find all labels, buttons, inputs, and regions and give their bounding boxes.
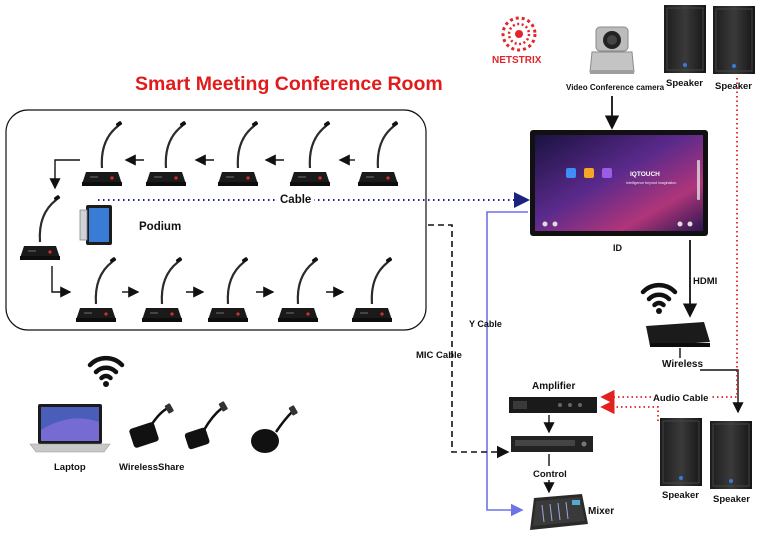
speaker-bottom-right (709, 420, 753, 490)
diagram-title: Smart Meeting Conference Room (135, 73, 443, 95)
mic-top-5 (356, 119, 400, 188)
audio-processor-unit (511, 436, 593, 452)
cable-label: Cable (280, 194, 311, 206)
mixer-console (530, 494, 588, 530)
audio-cable-lines (600, 78, 738, 421)
speaker-top-right (712, 5, 756, 75)
podium-monitor (79, 205, 112, 245)
display-label: ID (613, 243, 623, 253)
room-boundary (5, 109, 427, 331)
mic-top-2 (144, 119, 188, 188)
wireless-share-dongle-1 (129, 403, 174, 448)
netstrix-logo: NETSTRIX (492, 16, 542, 66)
y-cable-label: Y Cable (469, 319, 502, 329)
mic-top-3 (216, 119, 260, 188)
mic-top-4 (288, 119, 332, 188)
laptop-label: Laptop (54, 462, 86, 473)
mic-bottom-3 (206, 255, 250, 324)
wireless-to-speaker-line (700, 369, 744, 414)
mixer-label: Mixer (588, 506, 614, 517)
hdmi-label: HDMI (693, 276, 717, 287)
wifi-icon-left (90, 358, 122, 387)
mic-bottom-2 (140, 255, 184, 324)
control-label: Control (533, 469, 567, 480)
camera-label: Video Conference camera (566, 83, 665, 92)
mic-cable-label: MIC Cable (416, 350, 462, 361)
speaker-top-left (663, 4, 707, 74)
speaker-top-right-label: Speaker (715, 81, 752, 92)
wifi-icon (643, 285, 675, 314)
mic-top-1 (80, 119, 124, 188)
amplifier-unit (509, 397, 597, 413)
screen-brand: IQTOUCH (630, 171, 660, 178)
mic-cable-line (428, 224, 510, 459)
speaker-top-left-label: Speaker (666, 78, 703, 89)
wirelessshare-label: WirelessShare (119, 462, 184, 473)
wireless-label: Wireless (662, 359, 703, 370)
wireless-share-button (251, 405, 298, 453)
mic-bottom-4 (276, 255, 320, 324)
mic-bottom-5 (350, 255, 394, 324)
speaker-bottom-right-label: Speaker (713, 494, 750, 505)
wireless-box (646, 322, 710, 347)
laptop-device (29, 404, 111, 453)
brand-name: NETSTRIX (492, 55, 542, 66)
speaker-bottom-left (659, 417, 703, 487)
top-row-arrows (49, 154, 355, 190)
screen-tagline: Intelligence beyond imagination (626, 181, 676, 185)
mic-podium (18, 193, 62, 262)
interactive-display: IQTOUCH Intelligence beyond imagination (530, 130, 708, 236)
wireless-share-dongle-2 (184, 401, 228, 450)
mic-bottom-1 (74, 255, 118, 324)
video-conference-camera (589, 26, 635, 74)
bottom-row-arrows (51, 266, 345, 298)
audio-cable-label: Audio Cable (653, 393, 708, 404)
y-cable-line (486, 211, 528, 517)
speaker-bottom-left-label: Speaker (662, 490, 699, 501)
amplifier-label: Amplifier (532, 381, 575, 392)
podium-label: Podium (139, 221, 181, 233)
